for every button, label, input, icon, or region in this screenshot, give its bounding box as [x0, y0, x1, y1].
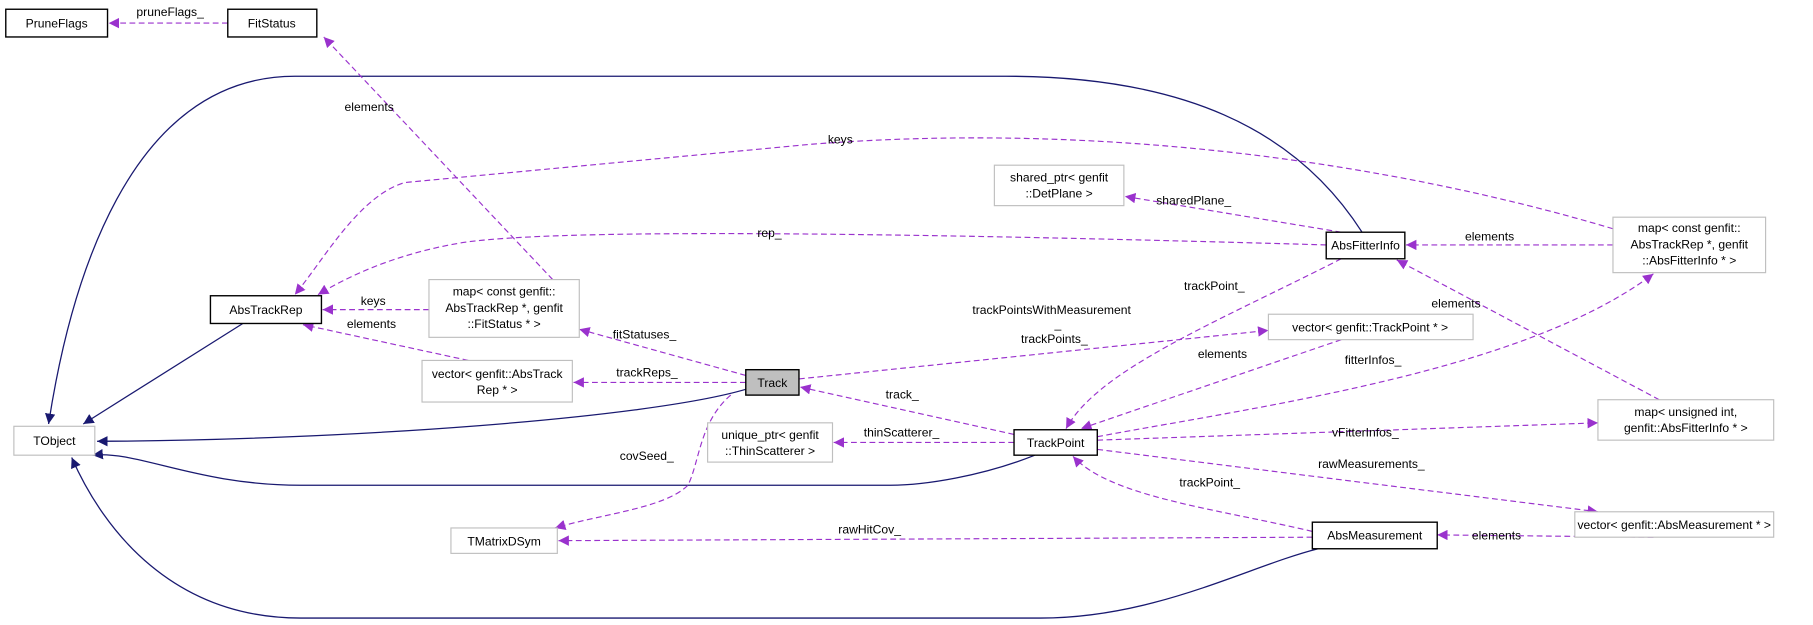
- label-prune-flags: pruneFlags_: [136, 5, 204, 19]
- svg-text:shared_ptr< genfit: shared_ptr< genfit: [1010, 170, 1109, 184]
- svg-text:Track: Track: [757, 376, 788, 390]
- svg-text:::DetPlane >: ::DetPlane >: [1026, 187, 1093, 201]
- label-fit-statuses: fitStatuses_: [613, 327, 677, 341]
- label-keys-top: keys: [828, 132, 853, 146]
- edge-track-points: [798, 326, 1269, 380]
- label-shared-plane: sharedPlane_: [1156, 193, 1231, 207]
- svg-text:AbsMeasurement: AbsMeasurement: [1327, 529, 1423, 543]
- label-thin-scatterer: thinScatterer_: [864, 426, 940, 440]
- label-track-points: trackPoints_: [1021, 332, 1088, 346]
- label-track-points-with-measurement: trackPointsWithMeasurement: [972, 303, 1131, 317]
- svg-text:AbsTrackRep *, genfit: AbsTrackRep *, genfit: [1631, 237, 1749, 251]
- label-cov-seed: covSeed_: [620, 449, 674, 463]
- label-tp-elements: elements: [1198, 347, 1247, 361]
- edge-fitstatus-elements: [323, 36, 554, 280]
- svg-text:AbsFitterInfo: AbsFitterInfo: [1331, 239, 1400, 253]
- label-track-points-with-measurement-suffix: _: [1053, 317, 1061, 331]
- node-vector-trackpoint[interactable]: vector< genfit::TrackPoint * >: [1267, 313, 1474, 341]
- edge-am-trackpoint: [1072, 455, 1313, 532]
- label-raw-hit-cov: rawHitCov_: [838, 523, 901, 537]
- svg-text:FitStatus: FitStatus: [248, 17, 296, 31]
- svg-text:vector< genfit::TrackPoint * >: vector< genfit::TrackPoint * >: [1292, 321, 1448, 335]
- label-track: track_: [886, 388, 919, 402]
- edge-fit-statuses: [579, 327, 746, 377]
- svg-text:TrackPoint: TrackPoint: [1027, 436, 1085, 450]
- node-pruneflags[interactable]: PruneFlags: [5, 8, 109, 38]
- edge-rep: [317, 233, 1327, 296]
- label-v-fitter-infos: vFitterInfos_: [1332, 426, 1399, 440]
- label-mafi-elements: elements: [1465, 229, 1514, 243]
- node-absfitterinfo[interactable]: AbsFitterInfo: [1325, 231, 1406, 260]
- edge-afi-trackpoint: [1065, 258, 1342, 429]
- edge-atr-elements: [302, 321, 469, 362]
- node-absmeasurement[interactable]: AbsMeasurement: [1311, 521, 1438, 550]
- edge-absfitterinfo-tobject: [45, 75, 1363, 425]
- svg-text:TMatrixDSym: TMatrixDSym: [467, 534, 540, 548]
- edge-trackpoint-tobject: [92, 448, 1036, 486]
- label-fs-elements: elements: [345, 100, 394, 114]
- node-tmatrixdsym[interactable]: TMatrixDSym: [450, 527, 558, 554]
- edge-fitter-infos: [1097, 273, 1654, 438]
- svg-text:genfit::AbsFitterInfo * >: genfit::AbsFitterInfo * >: [1624, 421, 1748, 435]
- node-abstrackrep[interactable]: AbsTrackRep: [209, 295, 323, 325]
- edge-track-tobject: [97, 388, 746, 447]
- label-fitter-infos: fitterInfos_: [1345, 353, 1402, 367]
- svg-text:::FitStatus * >: ::FitStatus * >: [468, 317, 541, 331]
- label-am-elements: elements: [1472, 529, 1521, 543]
- edge-raw-measurements: [1097, 448, 1599, 516]
- label-keys-fs: keys: [361, 294, 386, 308]
- svg-text:::ThinScatterer >: ::ThinScatterer >: [725, 444, 815, 458]
- node-map-fitstatus[interactable]: map< const genfit:: AbsTrackRep *, genfi…: [428, 278, 580, 338]
- node-map-absfitterinfo[interactable]: map< const genfit:: AbsTrackRep *, genfi…: [1612, 216, 1767, 274]
- label-afi-trackpoint: trackPoint_: [1184, 279, 1245, 293]
- node-trackpoint[interactable]: TrackPoint: [1013, 429, 1098, 456]
- svg-text:unique_ptr< genfit: unique_ptr< genfit: [721, 428, 819, 442]
- svg-text:vector< genfit::AbsTrack: vector< genfit::AbsTrack: [432, 367, 564, 381]
- svg-text:AbsTrackRep: AbsTrackRep: [229, 303, 302, 317]
- edge-abstrackrep-tobject: [82, 322, 244, 425]
- edge-absmeasurement-tobject: [71, 457, 1319, 619]
- edge-v-fitter-infos: [1097, 417, 1598, 441]
- label-am-trackpoint: trackPoint_: [1179, 475, 1240, 489]
- svg-text:PruneFlags: PruneFlags: [26, 17, 88, 31]
- svg-text:vector< genfit::AbsMeasurement: vector< genfit::AbsMeasurement * >: [1577, 518, 1771, 532]
- edge-raw-hit-cov: [558, 535, 1313, 546]
- label-raw-measurements: rawMeasurements_: [1318, 457, 1425, 471]
- svg-text:map< const genfit::: map< const genfit::: [1638, 221, 1741, 235]
- label-rep: rep_: [757, 226, 782, 240]
- node-unique-ptr[interactable]: unique_ptr< genfit ::ThinScatterer >: [707, 422, 834, 463]
- svg-text:map< const genfit::: map< const genfit::: [453, 285, 556, 299]
- label-mu-elements: elements: [1431, 296, 1480, 310]
- node-track[interactable]: Track: [745, 368, 800, 396]
- node-map-unsigned[interactable]: map< unsigned int, genfit::AbsFitterInfo…: [1597, 399, 1775, 441]
- node-fitstatus[interactable]: FitStatus: [227, 8, 318, 38]
- svg-text:Rep * >: Rep * >: [477, 383, 518, 397]
- label-atr-elements: elements: [347, 317, 396, 331]
- edge-mu-elements: [1396, 259, 1660, 401]
- node-tobject[interactable]: TObject: [13, 425, 96, 456]
- node-vector-absmeasurement[interactable]: vector< genfit::AbsMeasurement * >: [1574, 511, 1775, 538]
- svg-text:map< unsigned int,: map< unsigned int,: [1634, 405, 1737, 419]
- label-track-reps: trackReps_: [616, 366, 678, 380]
- node-shared-ptr[interactable]: shared_ptr< genfit ::DetPlane >: [993, 164, 1125, 207]
- svg-text:::AbsFitterInfo * >: ::AbsFitterInfo * >: [1642, 254, 1736, 268]
- svg-text:TObject: TObject: [33, 434, 76, 448]
- svg-text:AbsTrackRep *, genfit: AbsTrackRep *, genfit: [445, 301, 563, 315]
- edge-am-elements: [1437, 529, 1654, 541]
- node-vector-abstrackrep[interactable]: vector< genfit::AbsTrack Rep * >: [421, 359, 573, 403]
